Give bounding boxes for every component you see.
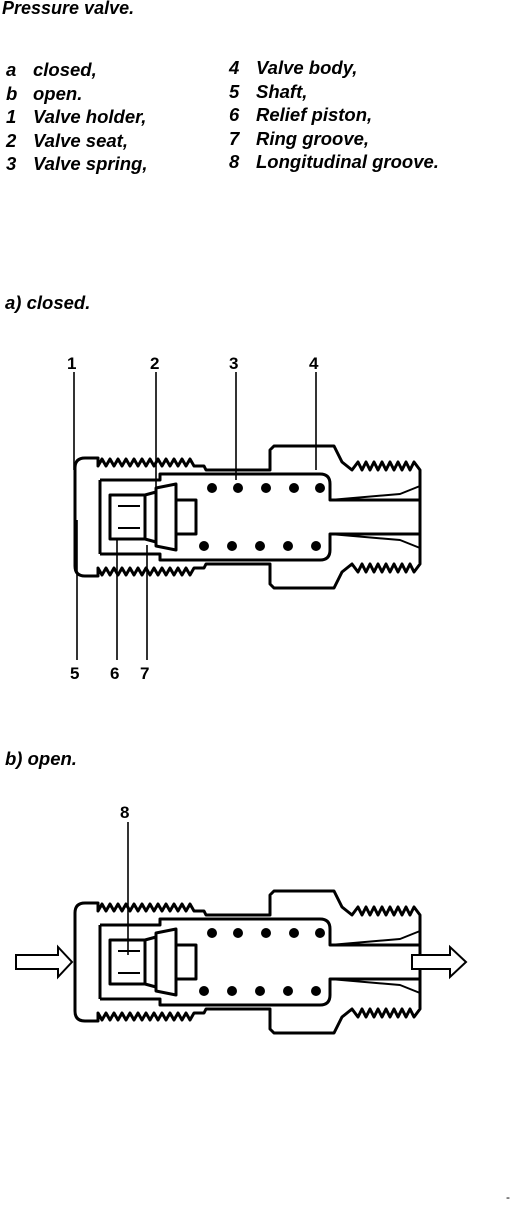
callout-1: 1 [67, 354, 77, 373]
legend-text: closed, [33, 59, 97, 80]
legend-item-5: 5 Shaft, [229, 80, 439, 104]
legend-key: b [6, 82, 18, 104]
page-mark: - [506, 1190, 510, 1204]
legend-key: 3 [6, 153, 17, 174]
legend-key: a [6, 59, 17, 80]
section-a-heading: a) closed. [5, 292, 91, 313]
callout-8: 8 [120, 803, 130, 822]
legend-item-4: 4 Valve body, [229, 56, 439, 80]
legend-text: Valve seat, [33, 129, 128, 151]
legend-text: Ring groove, [256, 127, 370, 149]
outlet-arrow-icon [411, 944, 468, 980]
legend-right: 4 Valve body, 5 Shaft, 6 Relief piston, 7 Ri… [229, 56, 439, 174]
callout-2: 2 [150, 354, 160, 373]
legend-key: 5 [229, 80, 240, 102]
valve-diagram-closed [73, 444, 422, 590]
callout-6: 6 [110, 664, 120, 683]
legend-item-7: 7 Ring groove, [229, 127, 439, 151]
legend-item-1: 1 Valve holder, [6, 105, 147, 129]
legend-text: Valve spring, [33, 153, 148, 174]
legend-left: a closed, b open. 1 Valve holder, 2 Valve se… [6, 58, 147, 176]
legend-item-a: a closed, [6, 58, 147, 82]
callout-3: 3 [229, 354, 239, 373]
legend-text: Valve body, [256, 57, 358, 78]
legend-text: Valve holder, [33, 106, 147, 127]
legend-key: 4 [229, 57, 240, 78]
legend-key: 8 [229, 151, 240, 172]
page-title: Pressure valve. [2, 0, 135, 18]
legend-item-b: b open. [6, 82, 147, 106]
legend-item-3: 3 Valve spring, [6, 152, 147, 176]
section-b-heading: b) open. [5, 748, 77, 769]
legend-text: Shaft, [256, 80, 308, 102]
legend-item-2: 2 Valve seat, [6, 129, 147, 153]
legend-key: 7 [229, 127, 240, 149]
legend-text: Longitudinal groove. [256, 151, 439, 172]
callout-7: 7 [140, 664, 150, 683]
callout-4: 4 [309, 354, 319, 373]
legend-key: 1 [6, 106, 17, 127]
legend-key: 2 [6, 129, 17, 151]
legend-item-6: 6 Relief piston, [229, 103, 439, 127]
legend-text: open. [33, 82, 83, 104]
leader-lines-a [73, 372, 317, 660]
legend-key: 6 [229, 104, 240, 125]
valve-diagram-open [73, 889, 422, 1035]
legend-text: Relief piston, [256, 104, 373, 125]
callout-5: 5 [70, 664, 80, 683]
legend-item-8: 8 Longitudinal groove. [229, 150, 439, 174]
inlet-arrow-icon [15, 944, 74, 980]
